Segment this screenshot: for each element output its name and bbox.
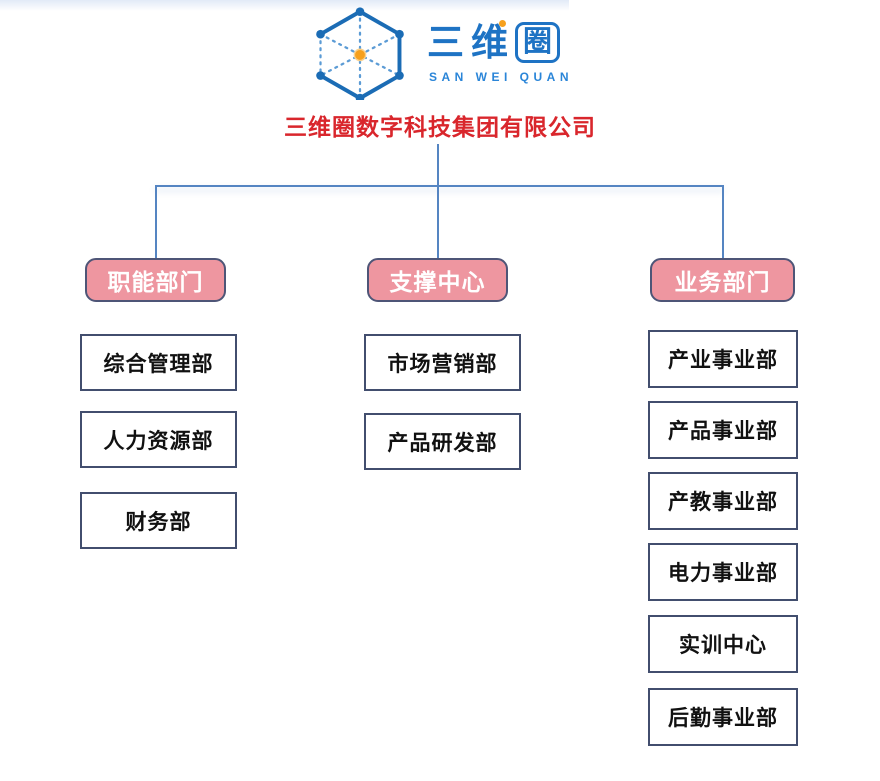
- logo: 三 维 圈 SAN WEI QUAN: [0, 6, 880, 100]
- connector-drop-right: [722, 186, 724, 258]
- logo-char: 三: [427, 22, 464, 63]
- dept-box: 后勤事业部: [648, 688, 798, 746]
- dept-box: 实训中心: [648, 615, 798, 673]
- connector-drop-left: [155, 186, 157, 258]
- dept-box: 产品研发部: [364, 413, 521, 470]
- cube-wireframe-icon: [316, 7, 404, 100]
- dept-box: 产品事业部: [648, 401, 798, 459]
- logo-subtitle: SAN WEI QUAN: [429, 70, 573, 84]
- branch-header-business: 业务部门: [650, 258, 795, 302]
- connector-horizontal-glow: [0, 0, 569, 11]
- dept-box: 产教事业部: [648, 472, 798, 530]
- connector-horizontal: [155, 185, 724, 187]
- logo-char-boxed: 圈: [515, 22, 561, 63]
- connector-drop-middle: [437, 186, 439, 258]
- dept-box: 产业事业部: [648, 330, 798, 388]
- dept-box: 电力事业部: [648, 543, 798, 601]
- dept-box: 财务部: [80, 492, 237, 549]
- branch-header-support: 支撑中心: [367, 258, 508, 302]
- logo-accent-dot: [499, 20, 506, 27]
- branch-header-functional: 职能部门: [85, 258, 226, 302]
- cube-center-dot: [353, 48, 367, 62]
- dept-box: 市场营销部: [364, 334, 521, 391]
- connector-title-stub: [437, 144, 439, 187]
- dept-box: 综合管理部: [80, 334, 237, 391]
- company-title: 三维圈数字科技集团有限公司: [284, 114, 596, 140]
- dept-box: 人力资源部: [80, 411, 237, 468]
- logo-char: 维: [471, 20, 508, 63]
- logo-wordmark: 三 维 圈: [427, 20, 561, 63]
